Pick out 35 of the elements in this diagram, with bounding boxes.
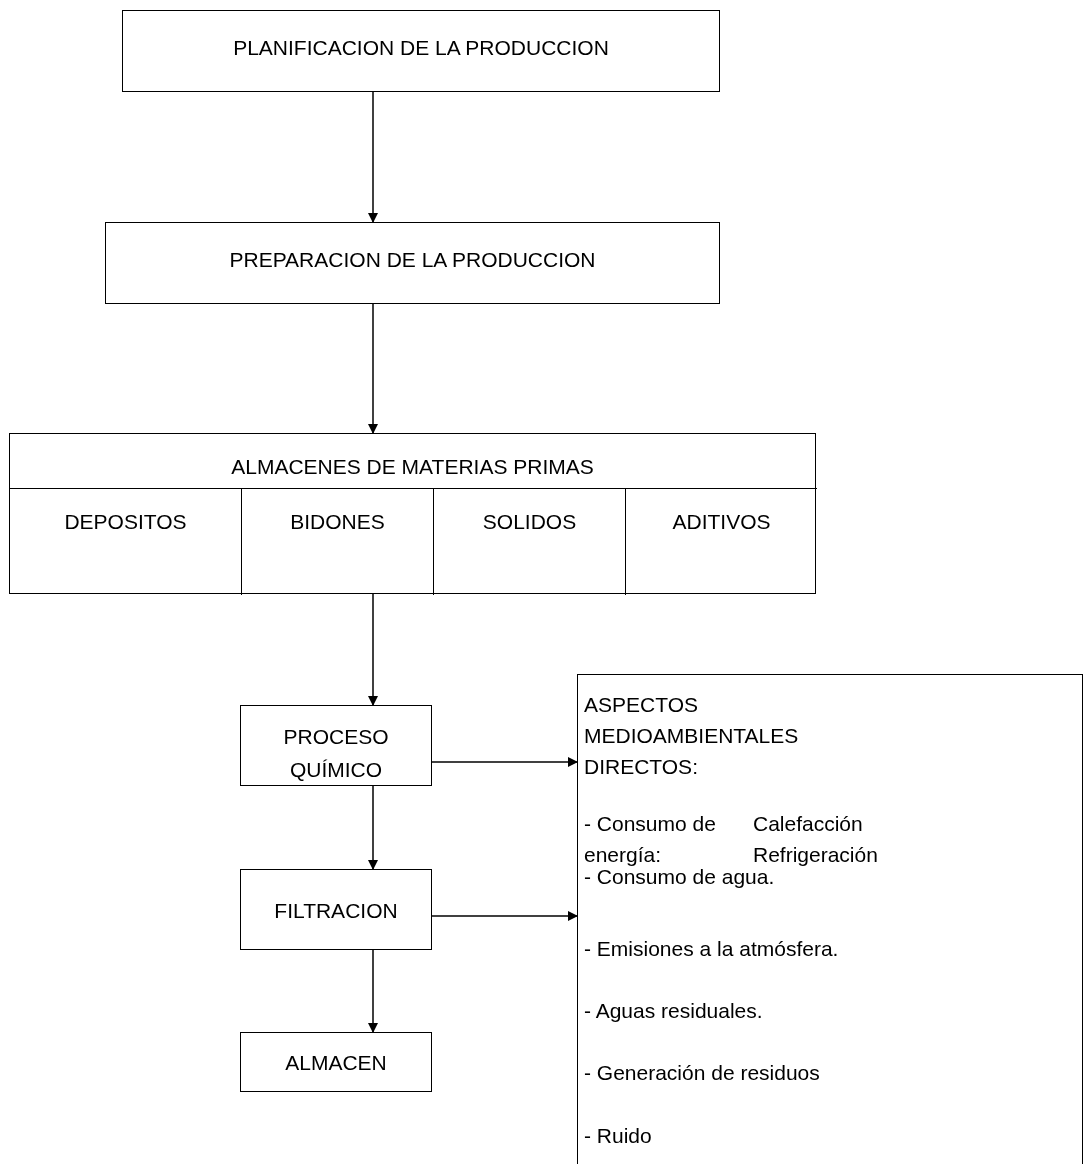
list-item: - Consumo de energía: xyxy=(584,811,717,868)
box-label: BIDONES xyxy=(289,509,386,535)
list-item: - Generación de residuos xyxy=(584,1060,821,1086)
arrow xyxy=(431,911,578,921)
arrow xyxy=(368,785,378,870)
process-box xyxy=(433,488,625,595)
box-label: SOLIDOS xyxy=(481,509,578,535)
process-box xyxy=(122,10,720,92)
box-label: DEPOSITOS xyxy=(63,509,188,535)
box-label: FILTRACION xyxy=(273,898,399,924)
box-label: ADITIVOS xyxy=(671,509,772,535)
box-label: PROCESO QUÍMICO xyxy=(282,724,390,783)
process-box xyxy=(105,222,720,304)
box-label: ALMACENES DE MATERIAS PRIMAS xyxy=(230,454,595,480)
list-item-detail: Calefacción Refrigeración xyxy=(753,811,879,868)
process-box xyxy=(9,433,816,594)
process-box xyxy=(240,869,432,950)
box-label: PREPARACION DE LA PRODUCCION xyxy=(228,247,597,273)
list-item: - Ruido xyxy=(584,1123,653,1149)
arrow xyxy=(431,757,578,767)
arrow xyxy=(368,593,378,706)
box-heading: ASPECTOS MEDIOAMBIENTALES DIRECTOS: xyxy=(584,692,800,780)
arrow xyxy=(368,949,378,1033)
arrow xyxy=(368,303,378,434)
process-box xyxy=(240,1032,432,1092)
box-label: ALMACEN xyxy=(284,1049,388,1076)
process-box xyxy=(240,705,432,786)
process-box xyxy=(577,674,1083,1164)
arrow xyxy=(368,91,378,223)
box-label: PLANIFICACION DE LA PRODUCCION xyxy=(232,35,610,61)
process-box xyxy=(625,488,817,595)
list-item: - Emisiones a la atmósfera. xyxy=(584,936,840,962)
list-item: - Consumo de agua. xyxy=(584,865,775,890)
list-item: - Aguas residuales. xyxy=(584,998,764,1024)
process-box xyxy=(241,488,433,595)
